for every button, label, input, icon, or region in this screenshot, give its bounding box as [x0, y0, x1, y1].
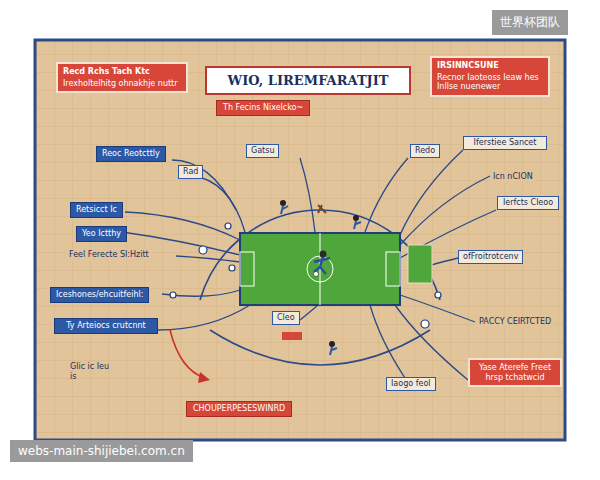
panel-grid [35, 40, 565, 440]
box-body: Recnor Iaoteoss Ieaw hes Inllse nuenewer [437, 73, 543, 92]
box-heading: Icn nCION [493, 172, 533, 182]
text-box: Yase Aterefe Freet hrsp tchatwcid [468, 358, 562, 387]
text-box: Th Fecins Nixelcko~ [216, 100, 310, 116]
text-box: IRSINNCSUNE Recnor Iaoteoss Ieaw hes Inll… [430, 56, 550, 97]
pitch [240, 233, 400, 305]
title-banner: WIO, LIREMFARATJIT [205, 66, 411, 95]
box-heading: Gatsu [251, 146, 274, 156]
icon-dots [170, 223, 441, 328]
text-box: Ty Arteiocs crutcnnt [54, 318, 158, 334]
text-box: Gatsu [246, 144, 279, 158]
panel-border [35, 40, 565, 440]
box-heading: Ierfcts Cleoo [502, 198, 554, 208]
box-heading: Ty Arteiocs crutcnnt [60, 321, 152, 331]
text-box: Yeo Ictthy [76, 226, 127, 242]
text-box: PACCY CEIRTCTED [476, 316, 554, 328]
red-arrowhead [198, 372, 210, 383]
red-marker [282, 332, 302, 340]
box-heading: CHOUPERPESESWINRD [193, 404, 285, 414]
box-body: Irexholtelhitg ohnakhje nuttr [63, 79, 181, 89]
small-players [280, 200, 361, 355]
text-box: Feel Ferecte SI:Hzitt [66, 249, 152, 261]
box-heading: Rad [183, 167, 198, 177]
text-box: Cleo [272, 311, 300, 325]
watermark: webs-main-shijiebei.com.cn [10, 440, 193, 462]
text-box: Iferstiee Sancet [463, 136, 547, 150]
mini-pitch [408, 245, 432, 283]
box-heading: Yase Aterefe Freet hrsp tchatwcid [475, 363, 555, 382]
box-heading: PACCY CEIRTCTED [479, 317, 551, 327]
text-box: Iceshones/ehcuitfeihl: [50, 287, 149, 303]
text-box: Recd Rchs Tach KtcIrexholtelhitg ohnakhj… [56, 62, 188, 93]
text-box: CHOUPERPESESWINRD [186, 401, 292, 417]
text-box: Ierfcts Cleoo [497, 196, 559, 210]
box-heading: Feel Ferecte SI:Hzitt [69, 250, 149, 260]
text-box: Redo [410, 144, 440, 158]
text-box: Iaogo feol [386, 377, 436, 391]
leader-lines [122, 150, 496, 380]
box-heading: Retsicct Ic [76, 205, 117, 215]
red-arrow [170, 330, 205, 378]
box-heading: Redo [415, 146, 435, 156]
text-box: Reoc Reotcttly [96, 146, 166, 162]
watermark: 世界杯团队 [492, 10, 568, 35]
box-heading: Iceshones/ehcuitfeihl: [56, 290, 143, 300]
text-box: Icn nCION [490, 171, 536, 183]
note-label: Glic ic Ieu is [70, 362, 110, 381]
player-figure [314, 251, 331, 277]
box-heading: Iferstiee Sancet [468, 138, 542, 148]
box-heading: IRSINNCSUNE [437, 61, 543, 71]
panel-ground [35, 40, 565, 440]
box-heading: Iaogo feol [391, 379, 431, 389]
box-heading: Recd Rchs Tach Ktc [63, 67, 181, 77]
box-heading: Yeo Ictthy [82, 229, 121, 239]
box-heading: ofFroitrotcenv [463, 252, 518, 262]
text-box: ofFroitrotcenv [458, 250, 523, 264]
box-heading: Th Fecins Nixelcko~ [223, 103, 303, 113]
text-box: Rad [178, 165, 203, 179]
box-heading: Reoc Reotcttly [102, 149, 160, 159]
circle-track [200, 210, 440, 365]
box-heading: Cleo [277, 313, 295, 323]
text-box: Retsicct Ic [70, 202, 123, 218]
